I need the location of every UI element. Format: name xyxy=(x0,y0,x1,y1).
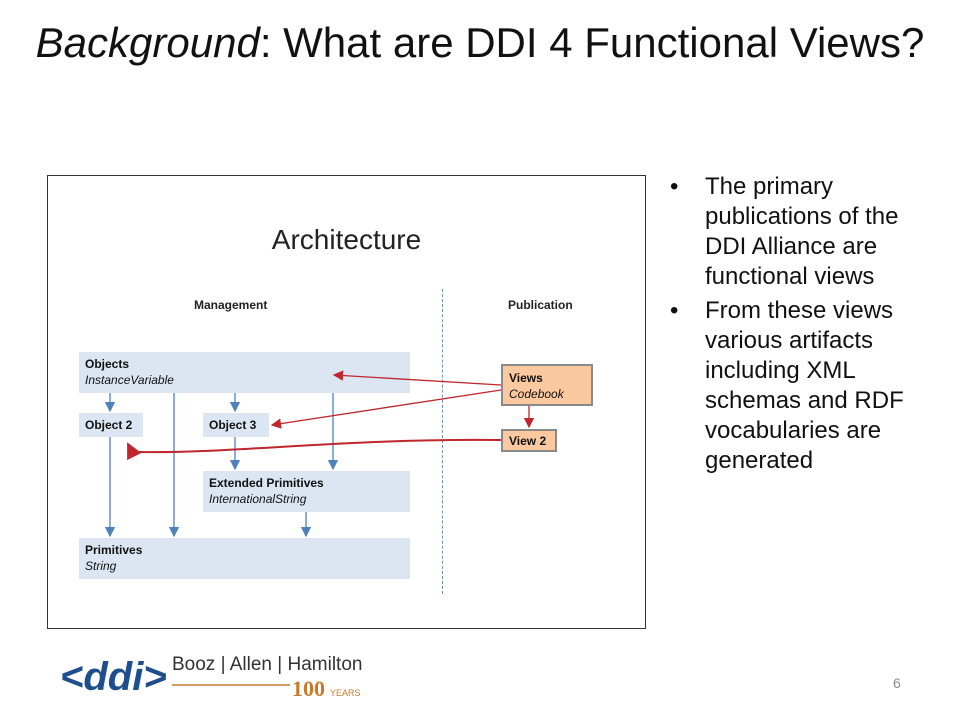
views-name: Views xyxy=(509,371,543,385)
objects-sub: InstanceVariable xyxy=(85,373,174,387)
primitives-name: Primitives xyxy=(85,543,143,557)
hundred-years-number: 100 xyxy=(292,676,325,701)
arrow-views-object3 xyxy=(270,389,502,429)
ddi-logo: <ddi> xyxy=(60,655,167,699)
booz-allen-hamilton-logo: Booz | Allen | Hamilton xyxy=(172,654,362,675)
arrow-view2-object2 xyxy=(127,438,502,461)
diagram-title: Architecture xyxy=(271,224,422,255)
bullet-item: The primary publications of the DDI Alli… xyxy=(670,172,930,292)
views-sub: Codebook xyxy=(509,387,564,401)
arrow-views-objects xyxy=(332,370,502,386)
slide-number: 6 xyxy=(893,675,901,691)
slide-title: Background: What are DDI 4 Functional Vi… xyxy=(0,14,960,72)
diagram-arrows xyxy=(104,370,535,538)
extended-sub: InternationalString xyxy=(209,492,307,506)
architecture-diagram: Architecture Management Publication Obje… xyxy=(47,175,646,629)
view2-name: View 2 xyxy=(509,434,547,448)
bullet-item: From these views various artifacts inclu… xyxy=(670,296,930,476)
object3-name: Object 3 xyxy=(209,418,257,432)
view2-box: View 2 xyxy=(501,429,557,452)
title-italic: Background xyxy=(35,19,260,66)
bullet-list: The primary publications of the DDI Alli… xyxy=(670,172,930,480)
object3-box: Object 3 xyxy=(203,413,269,437)
primitives-box: Primitives String xyxy=(79,538,410,579)
title-rest: : What are DDI 4 Functional Views? xyxy=(259,19,925,66)
column-divider xyxy=(442,289,443,594)
objects-box: Objects InstanceVariable xyxy=(79,352,410,393)
extended-primitives-box: Extended Primitives InternationalString xyxy=(203,471,410,512)
hundred-years-label: YEARS xyxy=(330,688,361,698)
extended-name: Extended Primitives xyxy=(209,476,324,490)
publication-header: Publication xyxy=(508,298,573,312)
objects-name: Objects xyxy=(85,357,130,371)
object2-box: Object 2 xyxy=(79,413,143,437)
views-box: Views Codebook xyxy=(501,364,593,406)
primitives-sub: String xyxy=(85,559,117,573)
footer-logos: <ddi> Booz | Allen | Hamilton 100 YEARS xyxy=(60,654,362,701)
object2-name: Object 2 xyxy=(85,418,133,432)
management-header: Management xyxy=(194,298,268,312)
